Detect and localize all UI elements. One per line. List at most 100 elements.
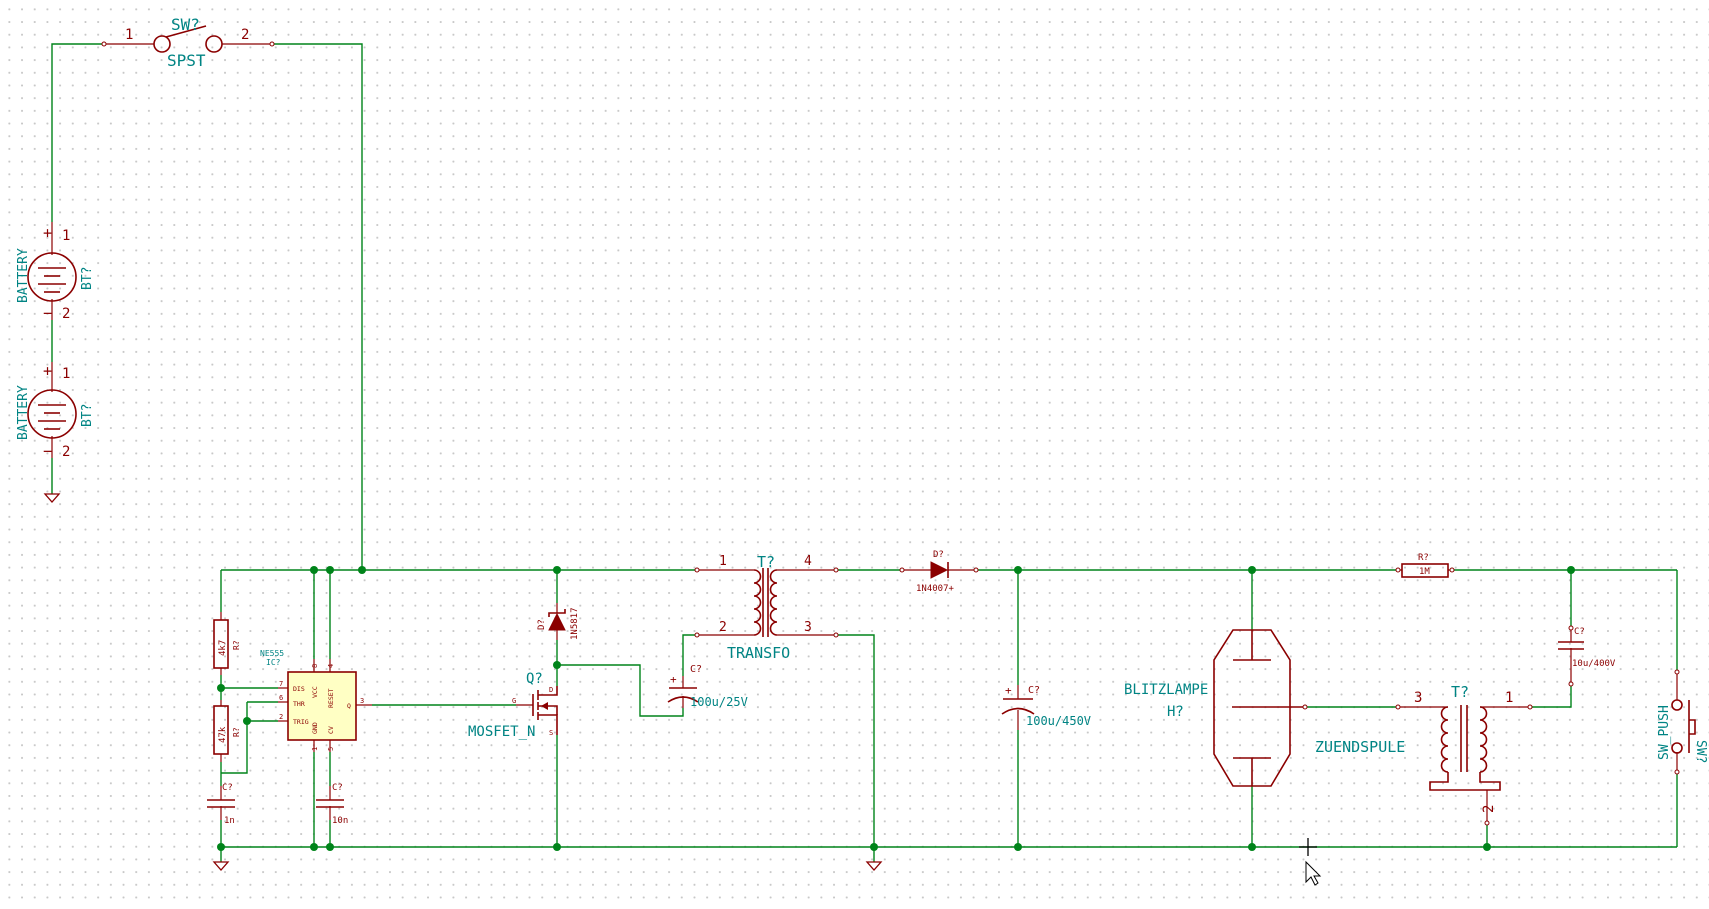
capacitor-1n[interactable]: C? 1n xyxy=(207,783,235,826)
ground-symbol-555 xyxy=(212,861,230,871)
capacitor-10n[interactable]: C? 10n xyxy=(316,783,348,826)
capacitor-10u-400v-ref: C? xyxy=(1574,627,1585,637)
zuend-pin2: 2 xyxy=(1481,805,1497,813)
push-switch-ref: SW? xyxy=(1693,740,1708,763)
capacitor-10u-400v[interactable]: C? 10u/400V xyxy=(1558,625,1616,687)
transfo-pin3: 3 xyxy=(804,620,812,635)
battery-bottom-value: BATTERY xyxy=(16,385,31,440)
capacitor-100u-450v-value: 100u/450V xyxy=(1026,714,1091,728)
switch-pin1: 1 xyxy=(125,27,133,43)
transfo-pin2: 2 xyxy=(719,620,727,635)
ic-pin-reset-label: RESET xyxy=(327,688,335,708)
mosfet-ref: Q? xyxy=(526,671,543,687)
diode-1n5817-ref: D? xyxy=(537,619,547,630)
transfo-pin1: 1 xyxy=(719,554,727,569)
ic-pinnum-dis: 7 xyxy=(279,680,283,688)
battery-top-pin2: 2 xyxy=(62,306,70,322)
flash-lamp-ref: H? xyxy=(1167,704,1184,720)
capacitor-100u-25v[interactable]: + C? 100u/25V xyxy=(667,664,748,709)
transfo-pin4: 4 xyxy=(804,554,812,569)
transfo-value: TRANSFO xyxy=(727,644,790,662)
ground-symbol-transfo xyxy=(865,861,883,871)
ic-pinnum-cv: 5 xyxy=(327,747,335,751)
switch-pin2: 2 xyxy=(241,27,249,43)
battery-bottom-minus: − xyxy=(43,442,52,460)
capacitor-100u-25v-ref: C? xyxy=(690,664,702,675)
ic-pin-trig-label: TRIG xyxy=(293,718,309,726)
resistor-1m-value: 1M xyxy=(1419,567,1430,577)
ic-pin-gnd-label: GND xyxy=(311,722,319,734)
ic-ne555[interactable]: DIS THR TRIG Q VCC RESET GND CV 7 6 2 8 … xyxy=(260,649,372,752)
zuend-ref: T? xyxy=(1451,683,1469,701)
capacitor-100u-450v[interactable]: + C? 100u/450V xyxy=(1001,684,1091,730)
junctions xyxy=(217,566,1575,851)
battery-bottom-plus: + xyxy=(43,362,52,380)
diode-1n4007[interactable]: D? 1N4007+ xyxy=(899,550,979,594)
ic-value: NE555 xyxy=(260,649,284,658)
battery-bottom-ref: BT? xyxy=(80,404,95,427)
diode-1n5817[interactable]: D? 1N5817 xyxy=(537,603,580,640)
transformer-transfo[interactable]: 1 2 4 3 T? TRANSFO xyxy=(694,553,839,662)
battery-top-ref: BT? xyxy=(80,267,95,290)
capacitor-10n-ref: C? xyxy=(332,783,343,793)
crosshair-cursor-icon xyxy=(1299,838,1322,886)
battery-top-plus: + xyxy=(43,224,52,242)
zuend-pin1: 1 xyxy=(1505,690,1513,706)
ic-pinnum-reset: 4 xyxy=(327,664,335,668)
ic-pinnum-vcc: 8 xyxy=(311,664,319,668)
resistor-1m[interactable]: R? 1M xyxy=(1395,553,1455,578)
battery-bottom-pin2: 2 xyxy=(62,444,70,460)
ic-pin-thr-label: THR xyxy=(293,700,305,708)
capacitor-100u-450v-ref: C? xyxy=(1028,685,1040,696)
zuend-pin3: 3 xyxy=(1414,690,1422,706)
capacitor-10n-value: 10n xyxy=(332,816,348,826)
flash-lamp-blitzlampe[interactable]: BLITZLAMPE H? xyxy=(1124,629,1308,787)
ground-symbol-battery xyxy=(43,493,61,503)
push-switch[interactable]: SW_PUSH SW? xyxy=(1657,669,1708,775)
diode-1n5817-value: 1N5817 xyxy=(570,607,580,640)
capacitor-1n-value: 1n xyxy=(224,816,235,826)
capacitor-100u-25v-value: 100u/25V xyxy=(690,695,748,709)
battery-bottom-pin1: 1 xyxy=(62,366,70,382)
wires xyxy=(51,43,1678,862)
resistor-4k7[interactable]: 4k7 R? xyxy=(213,612,241,675)
flash-lamp-value: BLITZLAMPE xyxy=(1124,682,1208,698)
ic-pin-q-label: Q xyxy=(347,702,351,710)
ic-pin-vcc-label: VCC xyxy=(311,686,319,698)
mosfet-n[interactable]: G D S Q? MOSFET_N xyxy=(468,671,558,740)
ignition-coil-zuendspule[interactable]: 3 1 2 T? ZUENDSPULE xyxy=(1315,683,1533,826)
capacitor-1n-ref: C? xyxy=(222,783,233,793)
diode-1n4007-ref: D? xyxy=(933,550,944,560)
ic-pin-cv-label: CV xyxy=(327,726,335,734)
resistor-47k[interactable]: 47k R? xyxy=(213,700,241,762)
resistor-47k-ref: R? xyxy=(232,727,241,737)
diode-1n4007-value: 1N4007+ xyxy=(916,584,955,594)
battery-top-pin1: 1 xyxy=(62,228,70,244)
resistor-1m-ref: R? xyxy=(1418,553,1429,563)
mosfet-pin-g: G xyxy=(512,697,516,705)
zuend-value: ZUENDSPULE xyxy=(1315,738,1405,756)
battery-top-minus: − xyxy=(43,304,52,322)
battery-top[interactable]: + − 1 2 BATTERY BT? xyxy=(16,222,95,322)
switch-value: SPST xyxy=(167,51,206,70)
ic-pin-dis-label: DIS xyxy=(293,685,305,693)
battery-bottom[interactable]: + − 1 2 BATTERY BT? xyxy=(16,362,95,460)
transfo-ref: T? xyxy=(757,553,775,571)
capacitor-10u-400v-value: 10u/400V xyxy=(1572,659,1616,669)
ic-pinnum-gnd: 1 xyxy=(311,747,319,751)
ic-pinnum-thr: 6 xyxy=(279,694,283,702)
switch-ref: SW? xyxy=(171,15,200,34)
ic-ref: IC? xyxy=(266,658,281,667)
mosfet-pin-s: S xyxy=(549,729,553,737)
switch-spst[interactable]: 1 2 SW? SPST xyxy=(101,15,275,70)
resistor-4k7-ref: R? xyxy=(232,640,241,650)
resistor-4k7-value: 4k7 xyxy=(218,640,228,656)
battery-top-value: BATTERY xyxy=(16,248,31,303)
capacitor-100u-450v-plus: + xyxy=(1005,684,1012,697)
mosfet-value: MOSFET_N xyxy=(468,724,535,740)
capacitor-100u-25v-plus: + xyxy=(670,673,677,686)
push-switch-value: SW_PUSH xyxy=(1657,705,1672,760)
ic-pinnum-trig: 2 xyxy=(279,713,283,721)
